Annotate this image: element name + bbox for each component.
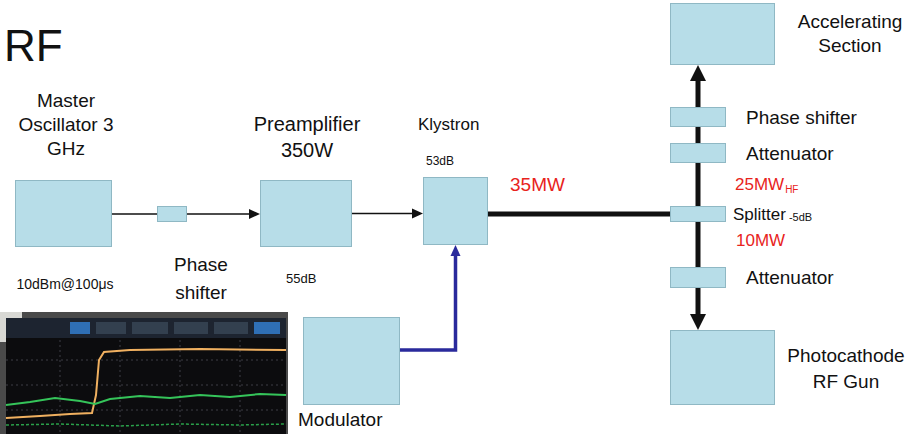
component-label: Accelerating Section: [783, 10, 917, 58]
component-label: Attenuator: [746, 267, 834, 289]
connector-line: [488, 212, 670, 217]
arrow-head: [690, 314, 706, 330]
component-label: Modulator: [298, 409, 383, 431]
component-note: 10dBm@100μs: [2, 275, 128, 293]
connector-line: [696, 163, 701, 206]
diagram-title: RF: [4, 20, 63, 72]
connector-line: [696, 80, 701, 107]
connector-line: [696, 288, 701, 315]
power-label: 10MW: [736, 231, 785, 251]
component-label: Attenuator: [746, 143, 834, 165]
rf-connector: [690, 288, 706, 330]
rf-connector: [352, 209, 423, 219]
connector-line: [187, 213, 250, 215]
component-box: Splitter-5dB: [670, 206, 726, 222]
component-note: 55dB: [286, 271, 316, 287]
component-label: Preamplifier 350W: [232, 111, 382, 163]
component-label: Photocathode RF Gun: [779, 343, 913, 395]
rf-connector: [488, 214, 670, 215]
trigger-connector: [400, 245, 461, 350]
subscript-label: HF: [785, 184, 798, 196]
component-label: Phase shifter: [156, 251, 246, 307]
connector-line: [696, 222, 701, 267]
component-box: Phase shifter: [670, 107, 726, 127]
arrow-head: [412, 209, 423, 219]
connector-line: [400, 255, 456, 350]
component-box: Modulator: [303, 317, 400, 405]
power-label: 35MW: [510, 174, 565, 196]
connector-line: [112, 213, 157, 215]
rf-connector: [698, 222, 699, 267]
arrow-head: [249, 209, 260, 219]
connector-line: [352, 213, 413, 215]
component-label: Master Oscillator 3 GHz: [6, 89, 126, 161]
rf-connector: [112, 214, 157, 215]
component-box: Preamplifier 350W55dB: [260, 180, 352, 247]
component-label: Splitter: [733, 204, 786, 226]
component-box: Photocathode RF Gun: [670, 330, 775, 405]
arrow-head: [451, 245, 461, 256]
component-box: Phase shifter: [157, 206, 187, 222]
rf-connector: [698, 163, 699, 206]
rf-connector: [690, 65, 706, 107]
power-label: 25MW: [735, 175, 784, 195]
rf-connector: [698, 127, 699, 143]
component-note: 53dB: [426, 154, 454, 168]
component-box: Attenuator: [670, 143, 726, 163]
arrow-head: [690, 65, 706, 81]
component-note: -5dB: [789, 210, 812, 224]
component-label: Phase shifter: [746, 107, 857, 129]
component-box: Klystron53dB: [423, 177, 488, 245]
component-box: Accelerating Section: [670, 3, 775, 65]
component-label: Klystron: [418, 114, 479, 136]
connector-line: [696, 127, 701, 143]
component-box: Master Oscillator 3 GHz10dBm@100μs: [15, 180, 112, 247]
component-box: Attenuator: [670, 267, 726, 288]
rf-connector: [187, 209, 260, 219]
